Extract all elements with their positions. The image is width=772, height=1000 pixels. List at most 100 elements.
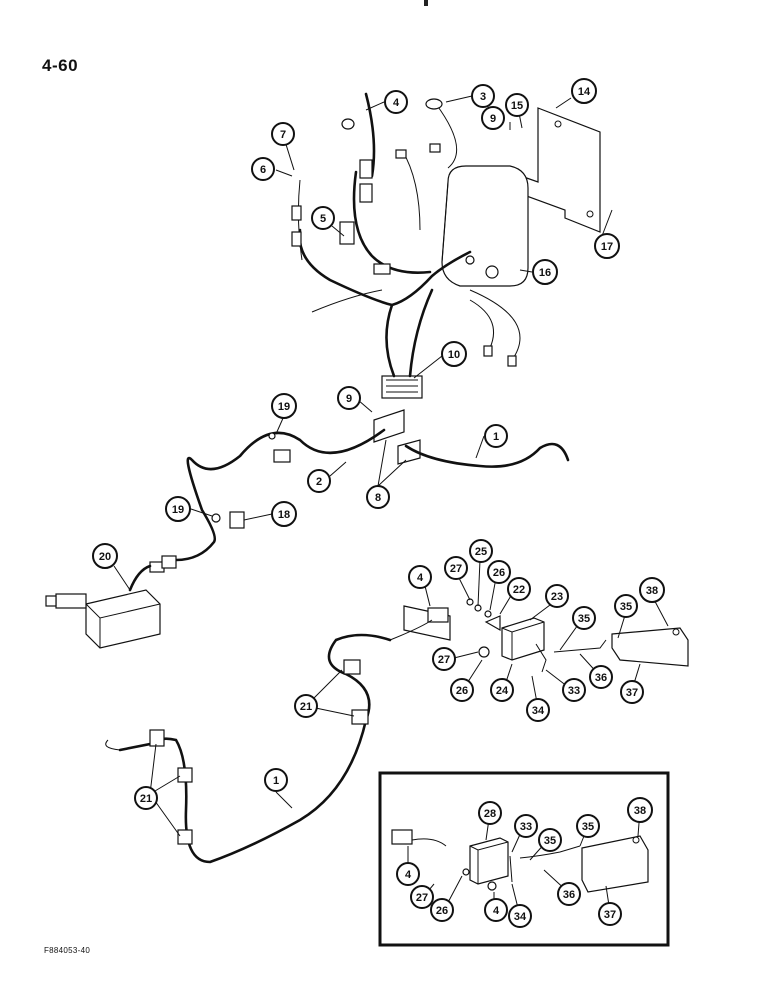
harness-clips-lower	[149, 659, 369, 845]
callout-1: 1	[484, 424, 508, 448]
callout-37: 37	[620, 680, 644, 704]
callout-24: 24	[490, 678, 514, 702]
callout-34: 34	[526, 698, 550, 722]
callout-4-sensor: 4	[408, 565, 432, 589]
svg-text:6: 6	[260, 164, 266, 176]
callout-5: 5	[311, 206, 335, 230]
callout-15: 15	[505, 93, 529, 117]
callout-21: 21	[294, 694, 318, 718]
callout-21-b: 21	[134, 786, 158, 810]
svg-text:4: 4	[393, 97, 400, 109]
svg-text:19: 19	[172, 504, 184, 516]
callout-8: 8	[366, 485, 390, 509]
page-number: 4-60	[42, 56, 79, 75]
svg-text:26: 26	[493, 567, 505, 579]
svg-text:33: 33	[568, 685, 580, 697]
page-top-mark	[424, 0, 428, 6]
svg-text:4: 4	[493, 905, 500, 917]
tie-19-upper	[268, 432, 276, 440]
callout-26-inset: 26	[430, 898, 454, 922]
callout-27-b: 27	[432, 647, 456, 671]
svg-text:34: 34	[514, 911, 527, 923]
callout-33-inset: 33	[514, 814, 538, 838]
callout-35-inset: 35	[538, 828, 562, 852]
callout-33: 33	[562, 678, 586, 702]
svg-text:35: 35	[578, 613, 590, 625]
callout-37-inset: 37	[598, 902, 622, 926]
svg-text:36: 36	[595, 672, 607, 684]
svg-text:27: 27	[450, 563, 462, 575]
svg-text:35: 35	[544, 835, 556, 847]
harness-1-lower	[118, 633, 392, 864]
svg-text:26: 26	[456, 685, 468, 697]
callout-35-inset-b: 35	[576, 814, 600, 838]
svg-text:20: 20	[99, 551, 111, 563]
figure-code: F884053-40	[44, 946, 91, 955]
callout-9: 9	[481, 106, 505, 130]
svg-text:2: 2	[316, 476, 322, 488]
svg-text:4: 4	[405, 869, 412, 881]
svg-text:1: 1	[493, 431, 499, 443]
svg-text:27: 27	[438, 654, 450, 666]
svg-text:14: 14	[578, 86, 591, 98]
callout-25: 25	[469, 539, 493, 563]
svg-text:27: 27	[416, 892, 428, 904]
callout-19-lower: 19	[165, 496, 191, 522]
callout-10: 10	[441, 341, 467, 367]
svg-text:19: 19	[278, 401, 290, 413]
callout-18: 18	[271, 501, 297, 527]
callout-35: 35	[614, 594, 638, 618]
callout-36-inset: 36	[557, 882, 581, 906]
callout-26-b: 26	[450, 678, 474, 702]
callout-20: 20	[92, 543, 118, 569]
svg-text:35: 35	[582, 821, 594, 833]
svg-text:9: 9	[490, 113, 496, 125]
callout-19: 19	[271, 393, 297, 419]
callout-6: 6	[251, 157, 275, 181]
svg-text:7: 7	[280, 129, 286, 141]
svg-text:24: 24	[496, 685, 509, 697]
callout-23: 23	[545, 584, 569, 608]
controller-module	[441, 165, 529, 287]
callout-28: 28	[478, 801, 502, 825]
callout-22: 22	[507, 577, 531, 601]
svg-text:22: 22	[513, 584, 525, 596]
callout-16: 16	[532, 259, 558, 285]
callout-1-lower: 1	[264, 768, 288, 792]
mounting-bracket	[520, 107, 601, 233]
svg-text:18: 18	[278, 509, 290, 521]
svg-text:15: 15	[511, 100, 523, 112]
svg-text:16: 16	[539, 267, 551, 279]
svg-text:5: 5	[320, 213, 326, 225]
callout-34-inset: 34	[508, 904, 532, 928]
harness-1-upper	[404, 442, 570, 468]
harness-connectors-upper	[291, 98, 517, 367]
tie-19	[211, 513, 221, 523]
svg-text:33: 33	[520, 821, 532, 833]
actuator-motor	[45, 555, 177, 649]
inset-assembly	[391, 829, 649, 893]
callout-14: 14	[571, 78, 597, 104]
callout-36: 36	[589, 665, 613, 689]
svg-text:8: 8	[375, 492, 381, 504]
svg-text:26: 26	[436, 905, 448, 917]
callout-35-b: 35	[572, 606, 596, 630]
svg-text:1: 1	[273, 775, 279, 787]
callout-4: 4	[384, 90, 408, 114]
callout-27: 27	[444, 556, 468, 580]
callout-38: 38	[639, 577, 665, 603]
harness-2	[174, 428, 386, 562]
inset-frame	[378, 771, 670, 947]
svg-text:17: 17	[601, 241, 613, 253]
svg-text:37: 37	[604, 909, 616, 921]
svg-text:38: 38	[634, 805, 646, 817]
callout-38-inset: 38	[627, 797, 653, 823]
svg-text:38: 38	[646, 585, 658, 597]
svg-text:35: 35	[620, 601, 632, 613]
svg-text:9: 9	[346, 393, 352, 405]
svg-text:28: 28	[484, 808, 496, 820]
callout-3: 3	[471, 84, 495, 108]
svg-text:10: 10	[448, 349, 460, 361]
svg-text:21: 21	[140, 793, 152, 805]
